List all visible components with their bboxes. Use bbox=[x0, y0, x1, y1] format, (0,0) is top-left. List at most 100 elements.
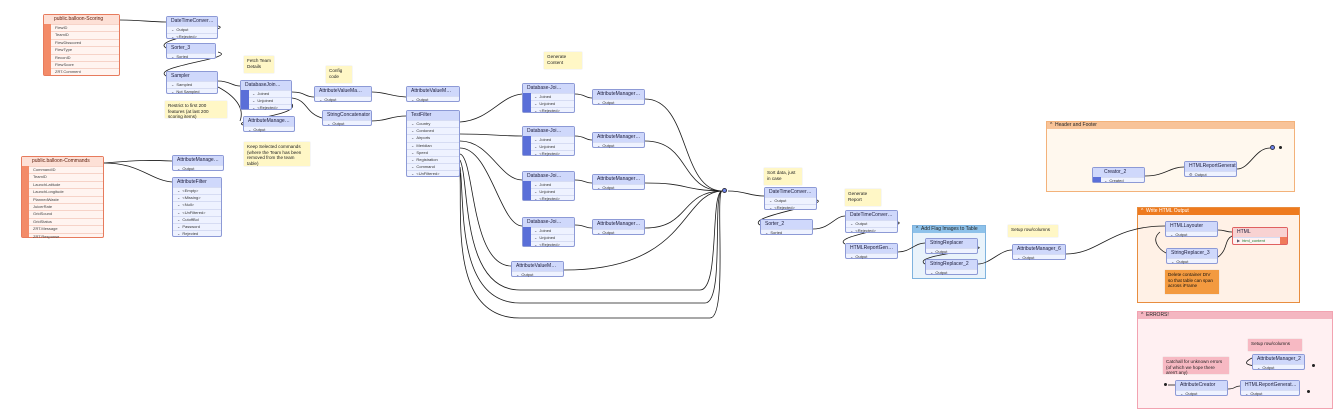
transformer-attribute-value-mapper-2[interactable]: AttributeValueM… ⌄Output bbox=[406, 86, 460, 102]
output-port[interactable]: ⌄Command bbox=[407, 163, 459, 170]
transformer-attribute-creator[interactable]: AttributeCreator ⌄Output bbox=[1175, 380, 1228, 396]
output-port[interactable]: ⌄Output bbox=[173, 165, 223, 172]
junction-node[interactable] bbox=[722, 188, 727, 193]
junction-node[interactable] bbox=[1270, 145, 1275, 150]
output-port[interactable]: ⌄Output bbox=[1253, 364, 1304, 371]
transformer-datetime-converter-3[interactable]: DateTimeConver… ⌄Output ⌄<Rejected> bbox=[845, 210, 898, 233]
output-port[interactable]: ⌄Meridian bbox=[407, 141, 459, 149]
output-port[interactable]: ⌄Joined bbox=[241, 90, 291, 97]
output-port[interactable]: ⌄Output bbox=[765, 197, 816, 204]
output-port[interactable]: ⌄Output bbox=[846, 253, 897, 260]
output-port[interactable]: ⚙Output bbox=[1185, 171, 1236, 178]
output-port[interactable]: ⌄Output bbox=[926, 248, 977, 255]
transformer-html-layouter[interactable]: HTMLLayouter ⌄Output bbox=[1165, 221, 1218, 237]
output-port[interactable]: ⌄<Null> bbox=[173, 201, 221, 208]
output-port[interactable]: ⌄Rejected bbox=[173, 230, 221, 237]
transformer-sorter-2[interactable]: Sorter_2 ⌄Sorted bbox=[760, 219, 813, 235]
output-port[interactable]: ⌄<Rejected> bbox=[523, 195, 574, 202]
output-port[interactable]: ⌄<Rejected> bbox=[523, 150, 574, 157]
output-port[interactable]: ⌄Cordoned bbox=[407, 127, 459, 134]
output-port[interactable]: ⌄<Rejected> bbox=[241, 104, 291, 111]
output-port[interactable]: ⌄Not Sampled bbox=[167, 88, 217, 95]
annotation-delete-container[interactable]: Delete container DIV so that table can s… bbox=[1165, 270, 1219, 294]
output-port[interactable]: ⌄Joined bbox=[523, 136, 574, 143]
output-port[interactable]: ⌄<UnFiltered> bbox=[407, 170, 459, 177]
annotation-config-code[interactable]: Config code bbox=[326, 66, 352, 83]
transformer-attribute-value-mapper-1[interactable]: AttributeValueMa… ⌄Output bbox=[314, 86, 372, 102]
output-port[interactable]: ⌄Output bbox=[593, 99, 644, 106]
output-port[interactable]: ⌄Output bbox=[593, 229, 644, 236]
transformer-string-concatenator[interactable]: StringConcatenator ⌄Output bbox=[322, 110, 372, 126]
transformer-html-report-generator-1[interactable]: HTMLReportGen… ⌄Output bbox=[845, 243, 898, 259]
transformer-attribute-manager-6[interactable]: AttributeManager_6 ⌄Output bbox=[1012, 244, 1066, 260]
output-port[interactable]: ⌄Output bbox=[1176, 390, 1227, 397]
transformer-database-joiner-3[interactable]: Database-Joi… ⌄Joined ⌄Unjoined ⌄<Reject… bbox=[522, 126, 575, 156]
output-port[interactable]: ⌄<Rejected> bbox=[523, 107, 574, 114]
output-port[interactable]: ⌄Output bbox=[167, 26, 217, 33]
output-port[interactable]: ⌄<Rejected> bbox=[846, 227, 897, 234]
output-port[interactable]: ⌄<Rejected> bbox=[523, 241, 574, 248]
transformer-html-report-generator-errors[interactable]: HTMLReportGenerat… ⌄Output bbox=[1240, 380, 1300, 396]
annotation-generate-content[interactable]: Generate Content bbox=[544, 52, 582, 69]
transformer-attribute-manager-4[interactable]: AttributeManager… ⌄Output bbox=[592, 174, 645, 190]
output-port[interactable]: ⌄Output bbox=[593, 184, 644, 191]
input-port[interactable]: ▶html_content bbox=[1233, 237, 1287, 244]
output-port[interactable]: ⌄Registration bbox=[407, 155, 459, 163]
output-port[interactable]: ⌄Unjoined bbox=[523, 100, 574, 107]
output-port[interactable]: ⌄Country bbox=[407, 120, 459, 127]
annotation-fetch-team[interactable]: Fetch Team Details bbox=[244, 56, 274, 73]
output-port[interactable]: ⌄<Missing> bbox=[173, 194, 221, 201]
output-port[interactable]: ⌄<UnFiltered> bbox=[173, 208, 221, 216]
transformer-attribute-filter[interactable]: AttributeFilter ⌄<Empty> ⌄<Missing> ⌄<Nu… bbox=[172, 177, 222, 237]
output-port[interactable]: ⌄Output bbox=[315, 96, 371, 103]
output-port[interactable]: ⌄Sorted bbox=[167, 53, 215, 60]
transformer-datetime-converter-2[interactable]: DateTimeConver… ⌄Output ⌄<Rejected> bbox=[764, 187, 817, 210]
output-port[interactable]: ⌄Sampled bbox=[167, 81, 217, 88]
output-port[interactable]: ⌄Unjoined bbox=[241, 97, 291, 104]
output-port[interactable]: ⌄Output bbox=[244, 126, 294, 133]
output-port[interactable]: ⌄Output bbox=[1241, 390, 1299, 397]
transformer-attribute-manager-a[interactable]: AttributeManage… ⌄Output bbox=[172, 155, 224, 171]
transformer-html-report-generator-hf[interactable]: HTMLReportGenerat… ⚙Output bbox=[1184, 161, 1237, 177]
annotation-generate-report[interactable]: Generate Report bbox=[845, 189, 881, 206]
transformer-database-joiner-5[interactable]: Database-Joi… ⌄Joined ⌄Unjoined ⌄<Reject… bbox=[522, 217, 575, 247]
annotation-setup-columns-errors[interactable]: Setup row/columns bbox=[1248, 339, 1302, 351]
output-port[interactable]: ⌄Output bbox=[407, 96, 459, 103]
bookmark-header-footer[interactable]: Header and Footer bbox=[1046, 121, 1295, 192]
output-port[interactable]: ⌄Unjoined bbox=[523, 143, 574, 150]
output-port[interactable]: ⌄Unjoined bbox=[523, 188, 574, 195]
transformer-attribute-manager-b[interactable]: AttributeManage… ⌄Output bbox=[243, 116, 295, 132]
transformer-sorter-3[interactable]: Sorter_3 ⌄Sorted bbox=[166, 43, 216, 59]
output-port[interactable]: ⌄Output bbox=[926, 269, 977, 276]
output-port[interactable]: ⌄Airports bbox=[407, 134, 459, 141]
reader-balloon-commands[interactable]: public.balloon-Commands CommandID TeamID… bbox=[21, 156, 104, 239]
transformer-attribute-manager-3[interactable]: AttributeManager… ⌄Output bbox=[592, 132, 645, 148]
transformer-attribute-manager-2-errors[interactable]: AttributeManager_2 ⌄Output bbox=[1252, 354, 1305, 370]
annotation-sort-data[interactable]: Sort data, just in case bbox=[764, 168, 802, 185]
output-port[interactable]: ⌄Output bbox=[593, 142, 644, 149]
annotation-restrict[interactable]: Restrict to first 200 features (at last … bbox=[165, 101, 227, 119]
output-port[interactable]: ⌄Output bbox=[512, 271, 563, 278]
transformer-datetime-converter-1[interactable]: DateTimeConver… ⌄Output ⌄<Rejected> bbox=[166, 16, 218, 39]
transformer-attribute-manager-5[interactable]: AttributeManager… ⌄Output bbox=[592, 219, 645, 235]
transformer-string-replacer-2[interactable]: StringReplacer_2 ⌄Output bbox=[925, 259, 978, 275]
output-port[interactable]: ⌄<Rejected> bbox=[765, 204, 816, 211]
transformer-string-replacer-3[interactable]: StringReplacer_3 ⌄Output bbox=[1166, 248, 1218, 264]
transformer-database-joiner-1[interactable]: DatabaseJoin… ⌄Joined ⌄Unjoined ⌄<Reject… bbox=[240, 80, 292, 110]
transformer-attribute-value-mapper-3[interactable]: AttributeValueM… ⌄Output bbox=[511, 261, 564, 277]
output-port[interactable]: ⌄Output bbox=[323, 120, 371, 127]
transformer-sampler[interactable]: Sampler ⌄Sampled ⌄Not Sampled bbox=[166, 71, 218, 94]
output-port[interactable]: ⌄Output bbox=[1013, 254, 1065, 261]
annotation-setup-columns[interactable]: Setup row/columns bbox=[1008, 225, 1058, 237]
output-port[interactable]: ⌄CutoffBol bbox=[173, 215, 221, 223]
output-port[interactable]: ⌄Joined bbox=[523, 227, 574, 234]
transformer-database-joiner-4[interactable]: Database-Joi… ⌄Joined ⌄Unjoined ⌄<Reject… bbox=[522, 171, 575, 201]
writer-html[interactable]: HTML ▶html_content bbox=[1232, 227, 1288, 245]
output-port[interactable]: ⌄Unjoined bbox=[523, 234, 574, 241]
transformer-test-filter[interactable]: TestFilter ⌄Country ⌄Cordoned ⌄Airports … bbox=[406, 110, 460, 177]
transformer-attribute-manager-2[interactable]: AttributeManager… ⌄Output bbox=[592, 89, 645, 105]
annotation-keep-selected[interactable]: Keep Selected commands (where the Team h… bbox=[244, 142, 310, 166]
output-port[interactable]: ⌄Output bbox=[846, 220, 897, 227]
transformer-database-joiner-2[interactable]: Database-Joi… ⌄Joined ⌄Unjoined ⌄<Reject… bbox=[522, 83, 575, 113]
